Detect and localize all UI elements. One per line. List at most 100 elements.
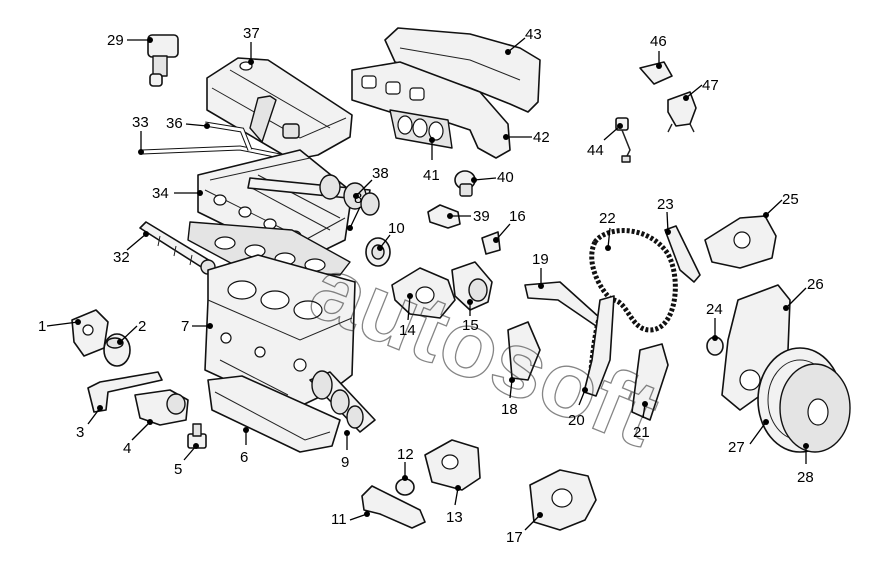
callout-label: 46 xyxy=(650,33,667,50)
callout-9: 9 xyxy=(341,430,350,471)
callout-47: 47 xyxy=(683,77,719,101)
sensor-40-part xyxy=(454,170,476,197)
callout-13: 13 xyxy=(446,485,463,526)
callout-label: 9 xyxy=(341,454,349,471)
callout-33: 33 xyxy=(132,114,149,155)
callout-12: 12 xyxy=(397,446,414,481)
callout-label: 11 xyxy=(331,511,347,528)
callout-label: 26 xyxy=(807,276,824,293)
water-outlet-15-part xyxy=(451,261,493,311)
valve-cover-part xyxy=(206,57,353,161)
callout-label: 24 xyxy=(706,301,723,318)
callout-28: 28 xyxy=(797,443,814,486)
callout-label: 5 xyxy=(174,461,182,478)
callout-label: 44 xyxy=(587,142,604,159)
callout-label: 17 xyxy=(506,529,523,546)
callout-label: 38 xyxy=(372,165,389,182)
callout-label: 37 xyxy=(243,25,260,42)
callout-34: 34 xyxy=(152,185,203,202)
callout-32: 32 xyxy=(113,231,149,266)
callout-label: 2 xyxy=(138,318,146,335)
callout-label: 40 xyxy=(497,169,514,186)
callout-label: 27 xyxy=(728,439,745,456)
callout-22: 22 xyxy=(599,210,616,251)
callout-7: 7 xyxy=(181,318,213,335)
callout-label: 23 xyxy=(657,196,674,213)
chain-guide-21-part xyxy=(631,343,669,421)
callout-2: 2 xyxy=(117,318,146,345)
ignition-coil-part xyxy=(147,34,179,87)
callout-label: 39 xyxy=(473,208,490,225)
watermark-text: autosoft xyxy=(298,236,673,466)
chain-guide-20-part xyxy=(583,295,615,397)
callout-label: 47 xyxy=(702,77,719,94)
water-pump-17-part xyxy=(529,469,597,531)
callout-42: 42 xyxy=(503,129,550,146)
thermostat-part xyxy=(365,237,391,267)
callout-46: 46 xyxy=(650,33,667,69)
callout-11: 11 xyxy=(331,511,370,528)
bracket-3-part xyxy=(87,371,163,413)
callout-label: 13 xyxy=(446,509,463,526)
callout-24: 24 xyxy=(706,301,723,341)
callout-21: 21 xyxy=(633,401,650,441)
callout-41: 41 xyxy=(423,137,440,184)
callout-5: 5 xyxy=(174,443,199,478)
heat-shield-part xyxy=(384,27,541,113)
callout-label: 18 xyxy=(501,401,518,418)
callout-17: 17 xyxy=(506,512,543,546)
water-pump-13-part xyxy=(424,439,481,491)
callout-label: 3 xyxy=(76,424,84,441)
callout-label: 28 xyxy=(797,469,814,486)
callout-label: 15 xyxy=(462,317,479,334)
callout-label: 7 xyxy=(181,318,189,335)
drive-shaft-part xyxy=(309,370,376,433)
callout-25: 25 xyxy=(763,191,799,218)
callout-1: 1 xyxy=(38,318,81,335)
callout-label: 14 xyxy=(399,322,416,339)
callout-3: 3 xyxy=(76,405,103,441)
callout-label: 43 xyxy=(525,26,542,43)
fuel-rail-part xyxy=(139,221,216,275)
callout-36: 36 xyxy=(166,115,210,132)
callout-26: 26 xyxy=(783,276,824,311)
callout-label: 10 xyxy=(388,220,405,237)
callout-label: 1 xyxy=(38,318,46,335)
engine-mount-25-part xyxy=(704,215,777,269)
callout-4: 4 xyxy=(123,419,153,457)
callout-39: 39 xyxy=(447,208,490,225)
water-housing-14-part xyxy=(391,267,456,319)
bracket-39-part xyxy=(427,204,461,229)
callout-37: 37 xyxy=(243,25,260,65)
callout-label: 4 xyxy=(123,440,131,457)
exhaust-gasket-part xyxy=(389,109,453,149)
callout-44: 44 xyxy=(587,123,623,159)
cap-2-part xyxy=(103,333,131,367)
callout-43: 43 xyxy=(505,26,542,55)
callout-label: 36 xyxy=(166,115,183,132)
callout-label: 29 xyxy=(107,32,124,49)
guide-rail-23-part xyxy=(664,225,701,283)
oil-pan-part xyxy=(207,375,341,453)
callout-19: 19 xyxy=(532,251,549,289)
callout-label: 32 xyxy=(113,249,130,266)
water-pipe-11-part xyxy=(361,485,426,529)
callout-20: 20 xyxy=(568,387,588,429)
callout-8: 8 xyxy=(347,190,362,231)
callout-label: 19 xyxy=(532,251,549,268)
bracket-46-part xyxy=(639,61,673,85)
callout-label: 25 xyxy=(782,191,799,208)
callout-6: 6 xyxy=(240,427,249,466)
clutch-plate-part xyxy=(779,363,851,453)
callout-38: 38 xyxy=(353,165,389,199)
callout-label: 33 xyxy=(132,114,149,131)
callout-label: 6 xyxy=(240,449,248,466)
callout-label: 8 xyxy=(354,190,362,207)
callout-15: 15 xyxy=(462,299,479,334)
callout-label: 34 xyxy=(152,185,169,202)
callout-label: 41 xyxy=(423,167,440,184)
parts-layer xyxy=(71,27,851,531)
callout-label: 21 xyxy=(633,424,650,441)
callout-29: 29 xyxy=(107,32,153,49)
